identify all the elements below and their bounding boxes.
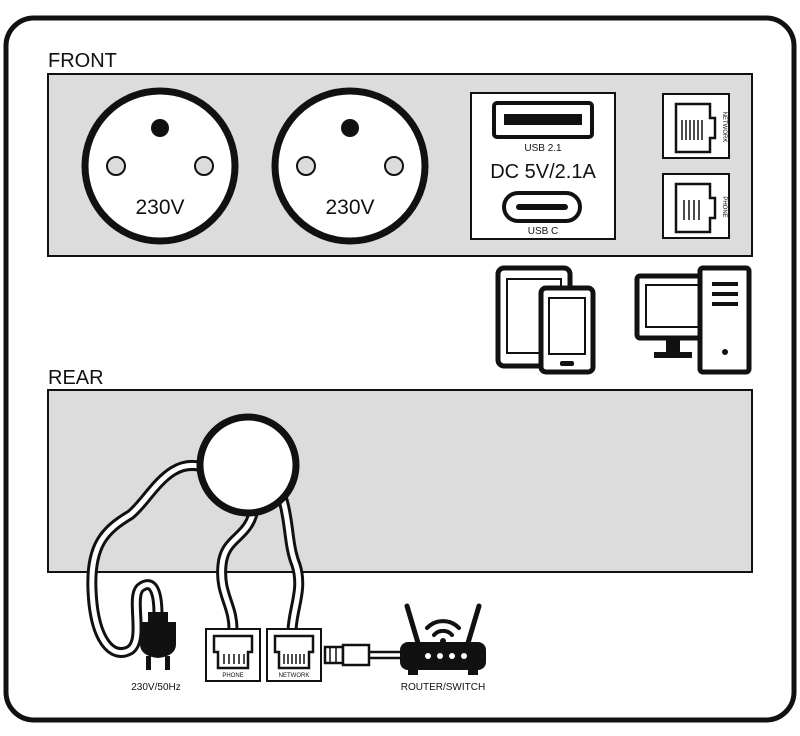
usb-c-label: USB C — [528, 226, 559, 237]
router-label: ROUTER/SWITCH — [401, 682, 485, 693]
usb-module: USB 2.1 DC 5V/2.1A USB C — [470, 92, 616, 240]
power-plug-icon — [140, 612, 176, 670]
desktop-computer-icon — [634, 265, 752, 375]
socket-right: 230V — [271, 87, 429, 245]
front-network-label: NETWORK — [721, 112, 727, 143]
power-rating-label: 230V/50Hz — [131, 682, 180, 693]
socket-left: 230V — [81, 87, 239, 245]
power-cable — [86, 459, 216, 658]
rj45-jack-icon — [273, 634, 315, 670]
ethernet-cable-icon — [323, 643, 400, 667]
front-section-title: FRONT — [48, 50, 117, 72]
front-phone-label: PHONE — [721, 196, 727, 217]
rear-section-title: REAR — [48, 367, 104, 389]
front-phone-jack: PHONE — [662, 173, 730, 239]
socket-hole-right — [384, 156, 404, 176]
phone-cable — [216, 499, 261, 638]
rj11-jack-icon — [212, 634, 254, 670]
cable-hub — [196, 413, 300, 517]
socket-hole-left — [296, 156, 316, 176]
rj11-jack-icon — [674, 182, 717, 234]
rear-phone-label: PHONE — [222, 673, 243, 679]
tablet-phone-icon — [495, 265, 596, 375]
socket-earth-pin — [151, 119, 169, 137]
socket-hole-right — [194, 156, 214, 176]
dc-rating-label: DC 5V/2.1A — [490, 161, 596, 183]
front-network-jack: NETWORK — [662, 93, 730, 159]
rear-network-label: NETWORK — [279, 673, 310, 679]
rear-network-outlet: NETWORK — [266, 628, 322, 682]
usb-a-label: USB 2.1 — [524, 143, 562, 154]
rear-phone-outlet: PHONE — [205, 628, 261, 682]
socket-right-voltage: 230V — [325, 196, 374, 219]
network-cable — [277, 494, 305, 638]
socket-left-voltage: 230V — [135, 196, 184, 219]
socket-hole-left — [106, 156, 126, 176]
router-icon — [400, 603, 486, 675]
socket-earth-pin — [341, 119, 359, 137]
rj45-jack-icon — [674, 102, 717, 154]
